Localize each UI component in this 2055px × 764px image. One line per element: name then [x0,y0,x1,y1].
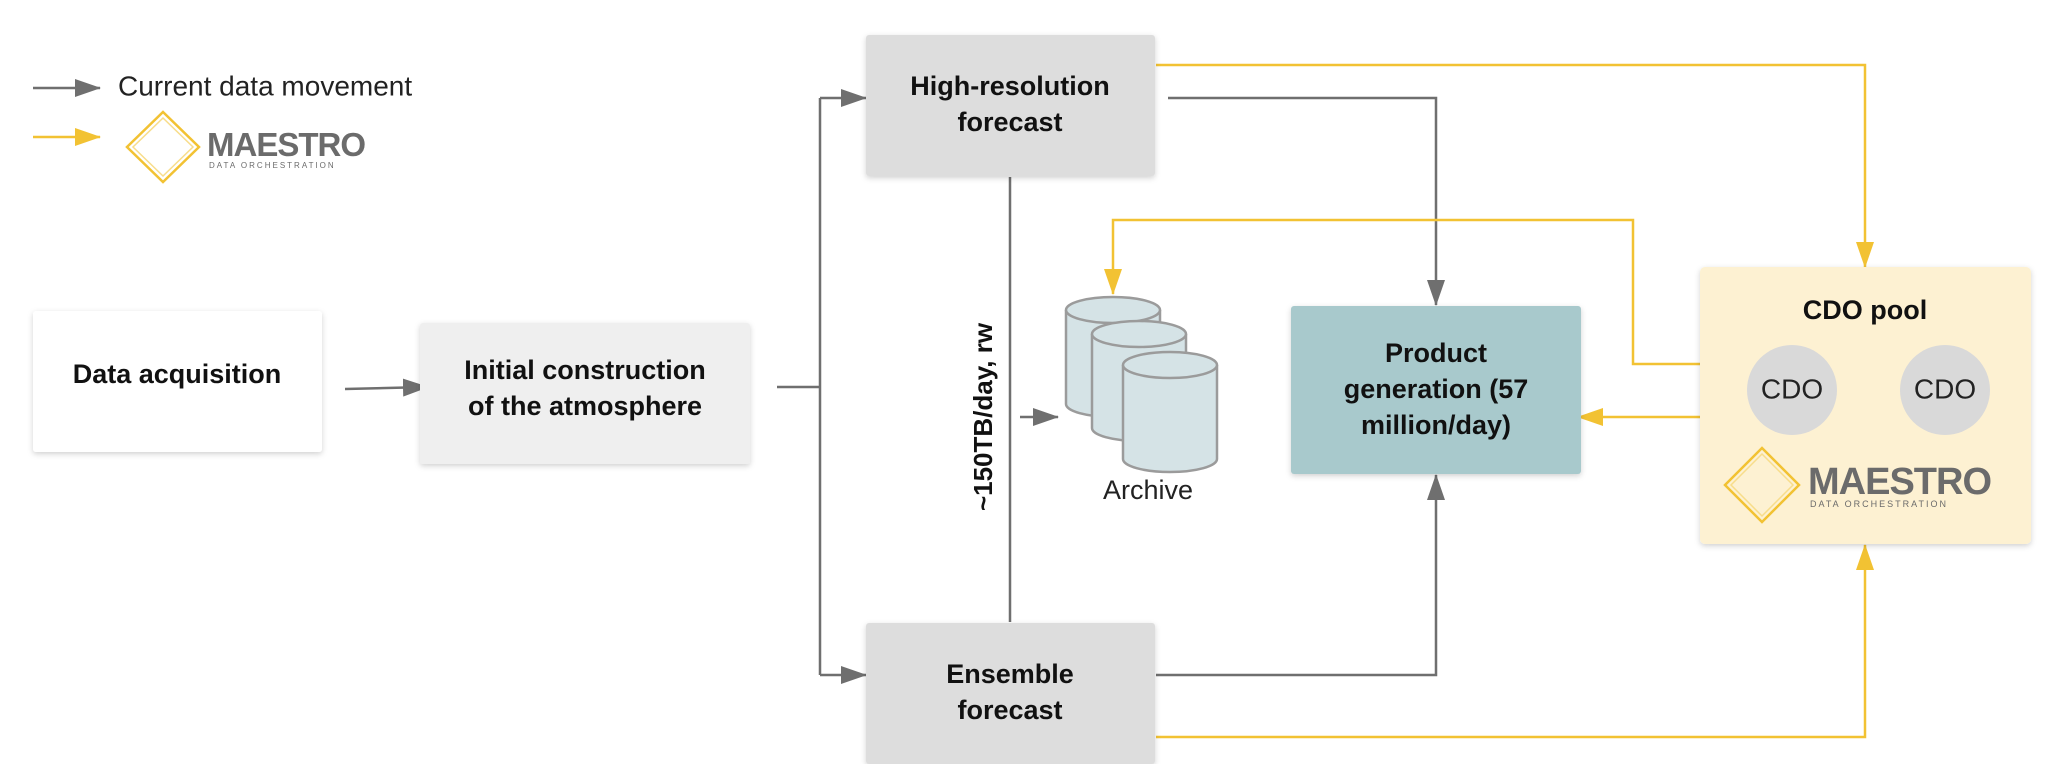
node-data-acquisition-label: Data acquisition [73,359,282,389]
node-product-generation-label-line1: Product [1385,338,1487,368]
maestro-connectors [1104,63,1874,739]
node-hires-forecast: High-resolution forecast [866,35,1155,176]
legend-current-label: Current data movement [118,70,412,101]
node-archive: Archive [1064,295,1219,505]
node-ensemble-forecast: Ensemble forecast [866,623,1155,764]
legend-maestro-logo-subtext: DATA ORCHESTRATION [209,161,336,170]
arrow-hires-to-product [1168,96,1445,306]
node-data-acquisition: Data acquisition [33,311,322,452]
arrow-acquisition-to-initial [344,378,429,397]
throughput-label-group: ~150TB/day, rw [967,282,1003,552]
archive-label: Archive [1103,475,1193,505]
cdo-pool-title: CDO pool [1803,295,1927,325]
arrow-cdo-pool-to-archive [1104,218,1700,366]
arrow-ensemble-to-cdo-pool [1156,544,1874,739]
archive-database-icon [1064,295,1219,474]
node-ensemble-forecast-label-line1: Ensemble [946,659,1074,689]
node-initial-construction-label-line2: of the atmosphere [468,391,702,421]
cdo-item: CDO [1747,345,1837,435]
node-product-generation: Product generation (57 million/day) [1291,306,1581,474]
node-product-generation-label-line3: million/day) [1361,410,1511,440]
current-data-connectors [344,89,1445,684]
node-ensemble-forecast-label-line2: forecast [957,695,1062,725]
node-hires-forecast-label-line2: forecast [957,107,1062,137]
node-initial-construction-label-line1: Initial construction [464,355,706,385]
legend-maestro-logo-text: MAESTRO [207,126,365,163]
maestro-diamond-icon [1723,446,1801,524]
arrow-hires-to-cdo-pool [1156,63,1874,268]
node-hires-forecast-label-line1: High-resolution [910,71,1109,101]
legend: Current data movement MAESTRO DATA ORCHE… [33,70,412,184]
cdo-pool-maestro-logo: MAESTRO DATA ORCHESTRATION [1723,446,1992,524]
legend-maestro-logo: MAESTRO DATA ORCHESTRATION [125,110,366,184]
cdo-pool-maestro-logo-subtext: DATA ORCHESTRATION [1810,499,1948,509]
node-initial-construction: Initial construction of the atmosphere [420,323,750,464]
node-product-generation-label-line2: generation (57 [1344,374,1529,404]
node-cdo-pool: CDO pool CDO CDO MAESTRO DATA ORCHESTRAT… [1700,267,2031,544]
maestro-diamond-icon [125,110,201,184]
throughput-label: ~150TB/day, rw [968,322,998,511]
cdo-pool-maestro-logo-text: MAESTRO [1808,461,1991,503]
arrow-ensemble-to-product [1156,474,1445,677]
cdo-item-label: CDO [1761,373,1823,404]
cdo-item-label: CDO [1914,373,1976,404]
cdo-item: CDO [1900,345,1990,435]
